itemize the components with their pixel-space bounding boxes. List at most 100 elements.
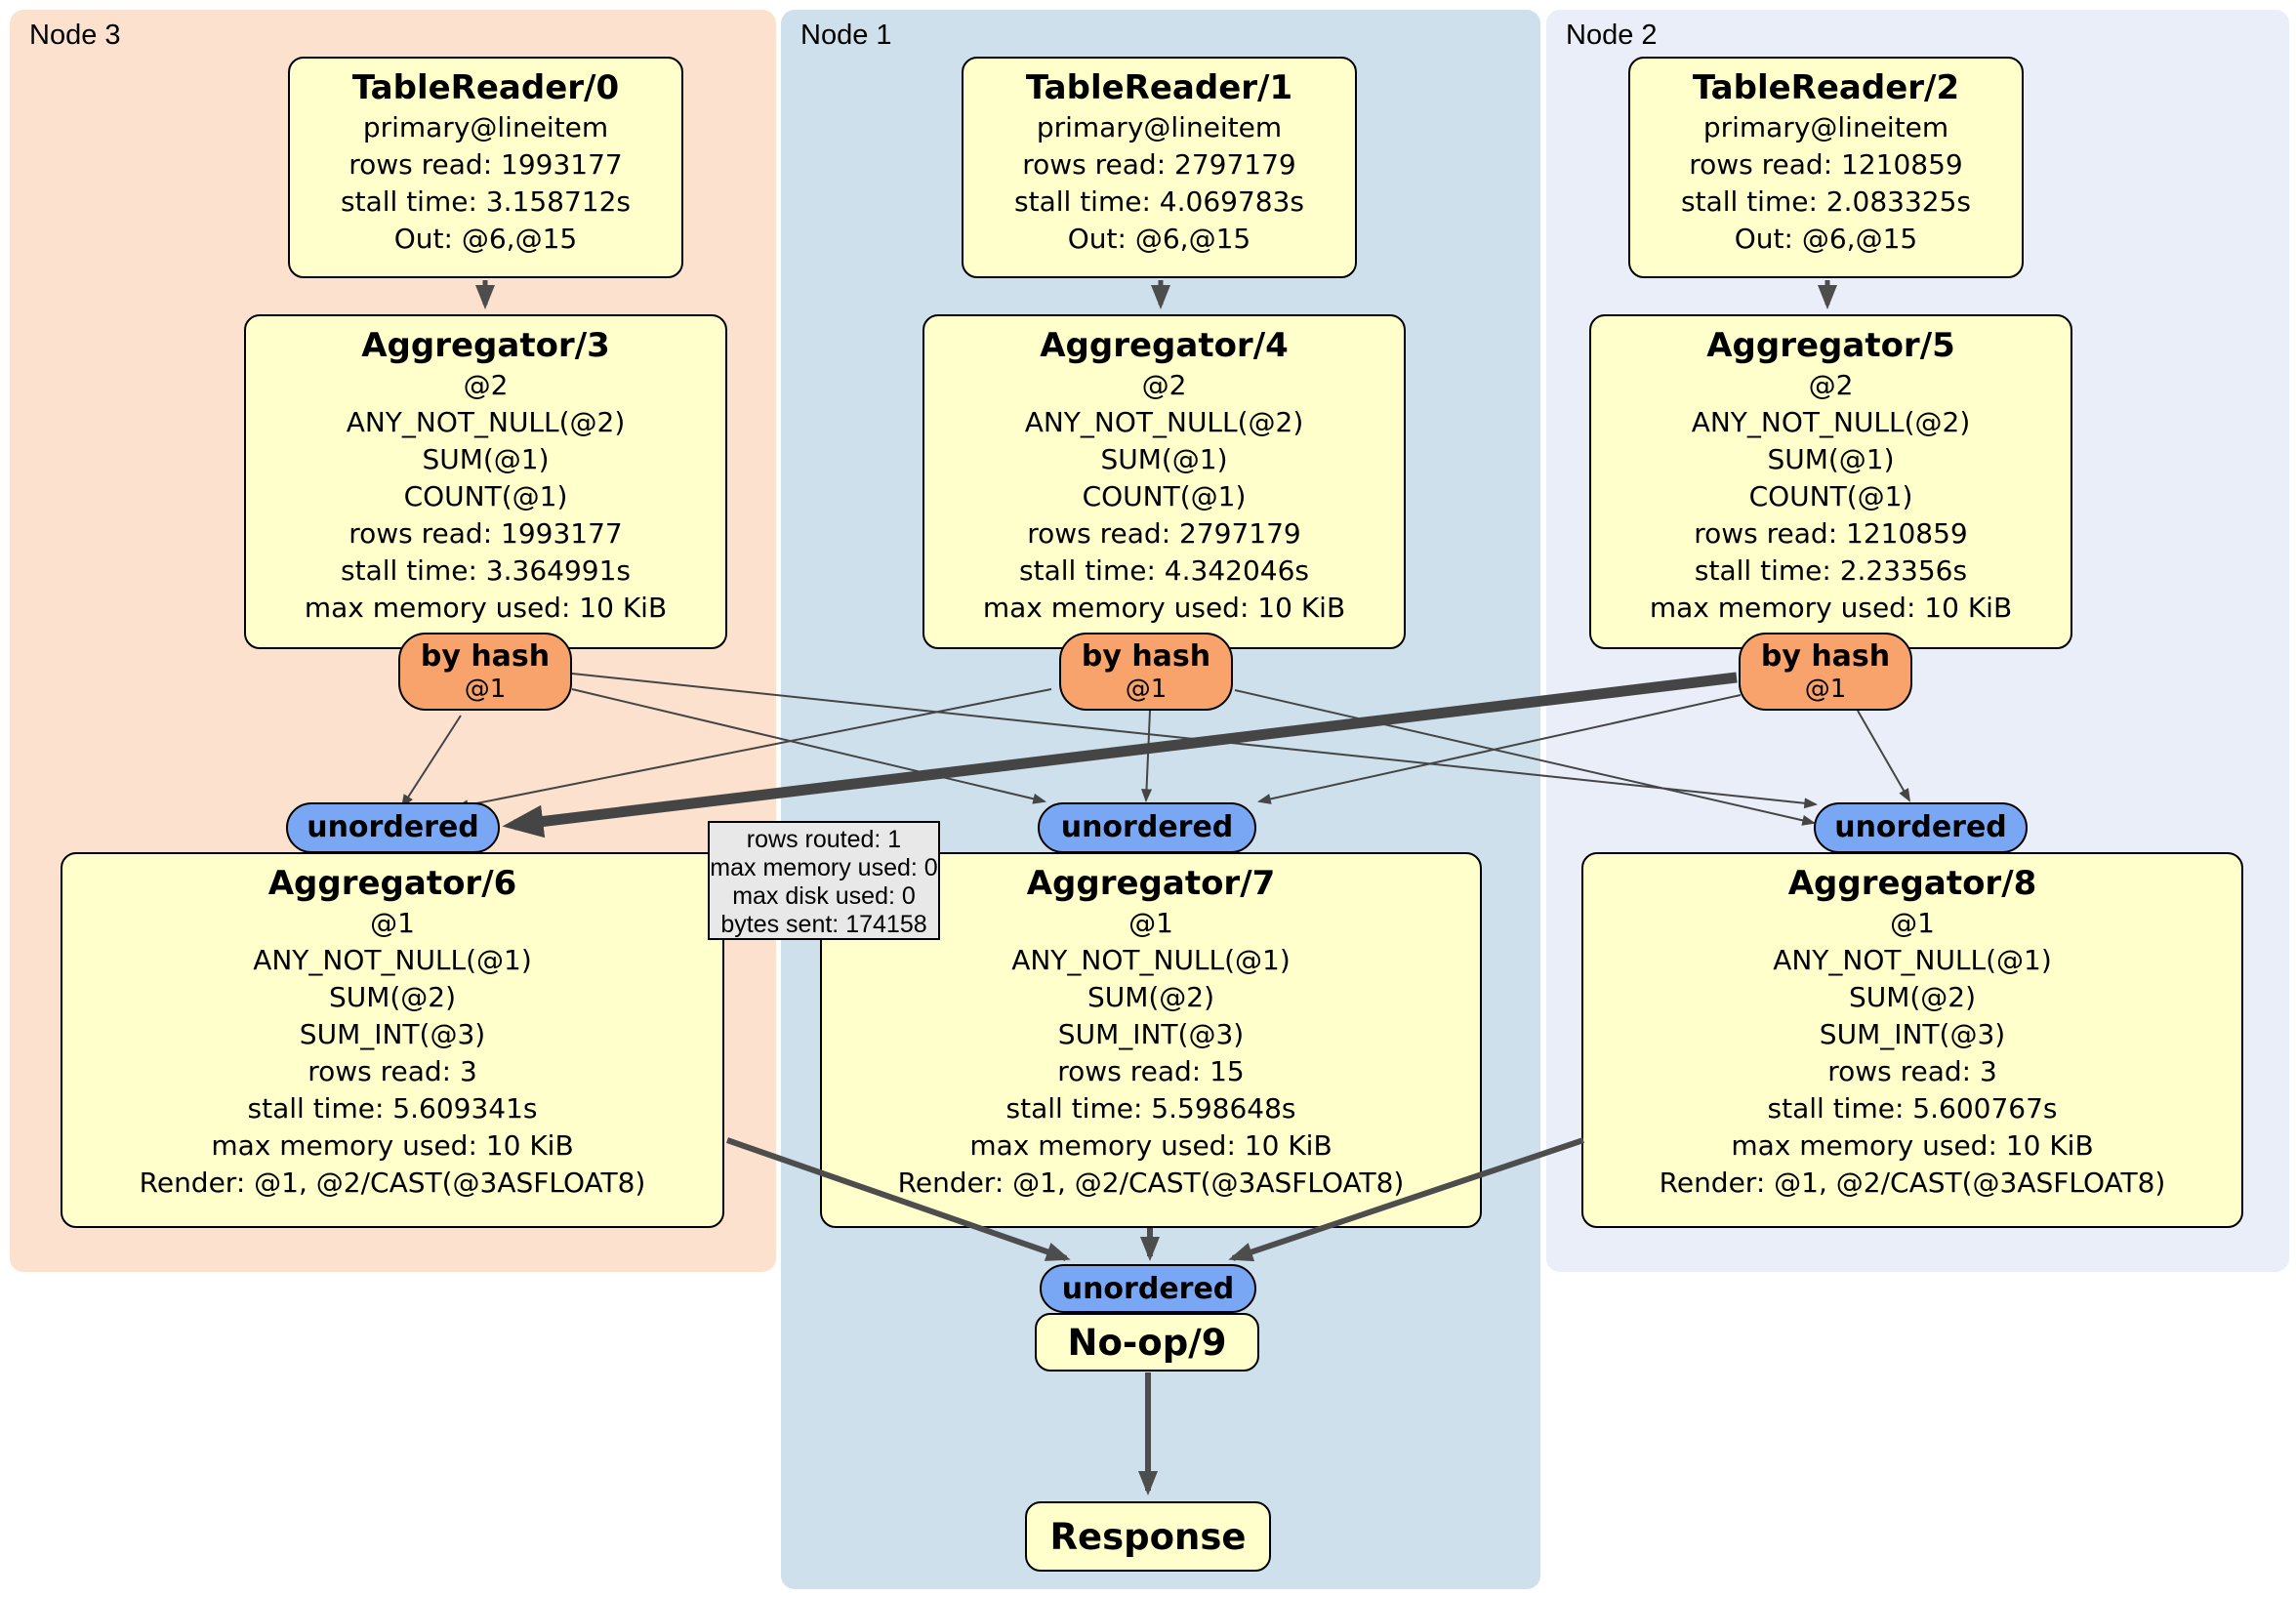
sync-label: unordered <box>307 810 479 844</box>
box-title: Response <box>1049 1516 1247 1558</box>
box-line: SUM(@1) <box>1767 443 1895 475</box>
box-line: stall time: 2.23356s <box>1694 554 1968 587</box>
unordered-sync-pill-final[interactable]: unordered <box>1040 1264 1256 1313</box>
box-line: SUM(@1) <box>422 443 550 475</box>
box-line: primary@lineitem <box>362 111 609 143</box>
router-label: by hash <box>420 639 551 674</box>
box-line: stall time: 4.342046s <box>1019 554 1309 587</box>
hash-router-pill-node3[interactable]: by hash @1 <box>398 633 572 711</box>
box-line: SUM_INT(@3) <box>1057 1018 1245 1050</box>
box-line: stall time: 3.158712s <box>341 185 631 218</box>
box-title: TableReader/2 <box>1692 68 1960 107</box>
node-box-tablereader-2[interactable]: TableReader/2 primary@lineitem rows read… <box>1628 57 2024 278</box>
node-box-aggregator-4[interactable]: Aggregator/4 @2 ANY_NOT_NULL(@2) SUM(@1)… <box>922 314 1406 649</box>
router-key: @1 <box>1125 675 1168 704</box>
node2-label: Node 2 <box>1566 20 1658 51</box>
box-line: max memory used: 10 KiB <box>969 1129 1332 1162</box>
box-line: Out: @6,@15 <box>1734 223 1918 255</box>
box-title: Aggregator/3 <box>361 326 610 365</box>
box-line: COUNT(@1) <box>1748 480 1913 512</box>
box-line: @2 <box>1808 369 1854 401</box>
box-line: rows read: 2797179 <box>1027 517 1301 550</box>
stream-stats-tooltip: rows routed: 1 max memory used: 0 max di… <box>708 821 940 940</box>
router-key: @1 <box>464 675 507 704</box>
node-box-response[interactable]: Response <box>1025 1501 1271 1572</box>
box-line: ANY_NOT_NULL(@1) <box>1773 944 2052 976</box>
box-line: max memory used: 10 KiB <box>211 1129 574 1162</box>
sync-label: unordered <box>1834 810 2007 844</box>
box-line: COUNT(@1) <box>1082 480 1247 512</box>
box-line: SUM_INT(@3) <box>1819 1018 2006 1050</box>
box-line: ANY_NOT_NULL(@2) <box>1024 406 1304 438</box>
box-line: @2 <box>1141 369 1187 401</box>
box-line: primary@lineitem <box>1036 111 1283 143</box>
box-title: No-op/9 <box>1067 1322 1227 1364</box>
box-line: stall time: 5.609341s <box>247 1092 538 1125</box>
box-line: Out: @6,@15 <box>393 223 578 255</box>
box-line: rows read: 2797179 <box>1022 148 1296 181</box>
box-title: Aggregator/4 <box>1040 326 1289 365</box>
box-line: Render: @1, @2/CAST(@3ASFLOAT8) <box>897 1167 1405 1199</box>
box-line: primary@lineitem <box>1702 111 1949 143</box>
box-title: Aggregator/7 <box>1026 864 1276 903</box>
box-line: stall time: 5.598648s <box>1005 1092 1296 1125</box>
unordered-sync-pill-node2[interactable]: unordered <box>1814 802 2028 853</box>
box-line: rows read: 3 <box>1827 1055 1997 1087</box>
box-line: max memory used: 10 KiB <box>982 592 1346 624</box>
unordered-sync-pill-node3[interactable]: unordered <box>286 802 500 853</box>
box-line: SUM(@1) <box>1100 443 1228 475</box>
box-line: ANY_NOT_NULL(@1) <box>253 944 532 976</box>
node-box-tablereader-0[interactable]: TableReader/0 primary@lineitem rows read… <box>288 57 683 278</box>
hash-router-pill-node1[interactable]: by hash @1 <box>1059 633 1233 711</box>
router-key: @1 <box>1804 675 1847 704</box>
box-line: Render: @1, @2/CAST(@3ASFLOAT8) <box>139 1167 646 1199</box>
sync-label: unordered <box>1060 810 1234 844</box>
box-title: TableReader/1 <box>1025 68 1293 107</box>
node-box-aggregator-6[interactable]: Aggregator/6 @1 ANY_NOT_NULL(@1) SUM(@2)… <box>61 852 724 1228</box>
tooltip-line: max disk used: 0 <box>732 882 916 910</box>
tooltip-line: bytes sent: 174158 <box>720 911 927 938</box>
tooltip-line: max memory used: 0 <box>710 854 938 881</box>
router-label: by hash <box>1081 639 1211 674</box>
box-line: max memory used: 10 KiB <box>304 592 668 624</box>
box-line: stall time: 3.364991s <box>341 554 631 587</box>
box-line: ANY_NOT_NULL(@2) <box>346 406 626 438</box>
box-line: rows read: 1993177 <box>348 517 623 550</box>
node-box-aggregator-5[interactable]: Aggregator/5 @2 ANY_NOT_NULL(@2) SUM(@1)… <box>1589 314 2072 649</box>
box-line: ANY_NOT_NULL(@1) <box>1011 944 1291 976</box>
node-box-tablereader-1[interactable]: TableReader/1 primary@lineitem rows read… <box>962 57 1357 278</box>
box-title: Aggregator/6 <box>267 864 517 903</box>
box-line: ANY_NOT_NULL(@2) <box>1691 406 1971 438</box>
box-line: @1 <box>1890 907 1935 939</box>
box-line: stall time: 2.083325s <box>1681 185 1971 218</box>
sync-label: unordered <box>1061 1272 1235 1306</box>
box-line: rows read: 1210859 <box>1694 517 1968 550</box>
box-line: @1 <box>1128 907 1173 939</box>
box-title: TableReader/0 <box>351 68 620 107</box>
unordered-sync-pill-node1[interactable]: unordered <box>1038 802 1256 853</box>
node-box-aggregator-3[interactable]: Aggregator/3 @2 ANY_NOT_NULL(@2) SUM(@1)… <box>244 314 727 649</box>
box-line: SUM(@2) <box>1086 981 1215 1013</box>
box-line: SUM(@2) <box>1848 981 1977 1013</box>
box-line: rows read: 3 <box>308 1055 477 1087</box>
node-box-noop-9[interactable]: No-op/9 <box>1035 1313 1259 1372</box>
box-line: @1 <box>370 907 415 939</box>
box-line: COUNT(@1) <box>403 480 568 512</box>
box-line: Out: @6,@15 <box>1067 223 1251 255</box>
router-label: by hash <box>1760 639 1891 674</box>
node1-label: Node 1 <box>800 20 892 51</box>
box-line: @2 <box>463 369 509 401</box>
box-line: rows read: 1993177 <box>348 148 623 181</box>
box-line: max memory used: 10 KiB <box>1649 592 2013 624</box>
box-line: max memory used: 10 KiB <box>1731 1129 2094 1162</box>
box-line: SUM_INT(@3) <box>299 1018 486 1050</box>
box-line: Render: @1, @2/CAST(@3ASFLOAT8) <box>1659 1167 2166 1199</box>
box-title: Aggregator/8 <box>1787 864 2037 903</box>
box-line: stall time: 4.069783s <box>1014 185 1304 218</box>
box-title: Aggregator/5 <box>1706 326 1955 365</box>
box-line: SUM(@2) <box>328 981 457 1013</box>
hash-router-pill-node2[interactable]: by hash @1 <box>1739 633 1912 711</box>
box-line: stall time: 5.600767s <box>1767 1092 2058 1125</box>
node-box-aggregator-8[interactable]: Aggregator/8 @1 ANY_NOT_NULL(@1) SUM(@2)… <box>1581 852 2243 1228</box>
